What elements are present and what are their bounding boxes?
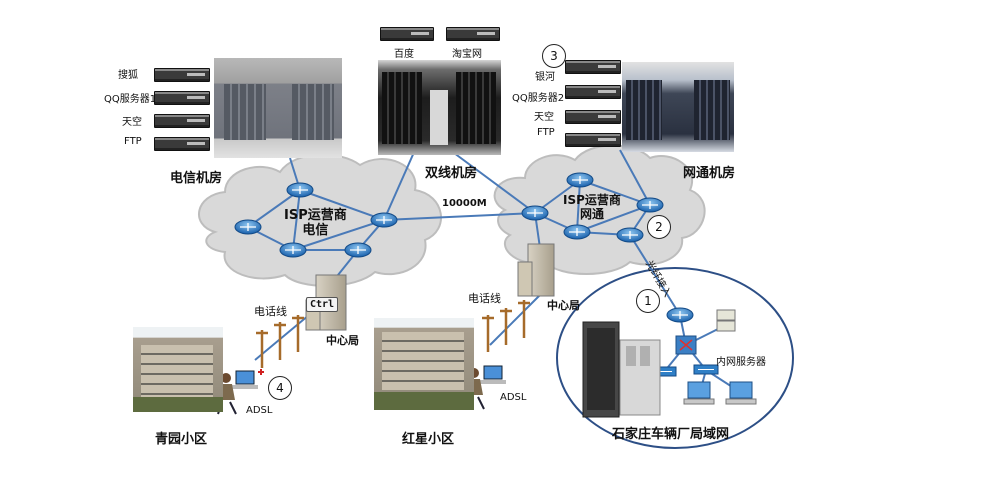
intranet-server-label: 内网服务器 — [716, 357, 766, 368]
telecom-room-label: 电信机房 — [170, 171, 223, 186]
pc-icon — [725, 381, 757, 405]
backbone-bandwidth-label: 10000M — [442, 198, 487, 209]
router-icon — [521, 205, 549, 221]
badge-1: 1 — [636, 289, 660, 313]
hongxing-area-label: 红星小区 — [402, 432, 455, 447]
adsl-label: ADSL — [500, 392, 527, 403]
netcom-room-label: 网通机房 — [683, 166, 736, 181]
intranet-server-icon — [716, 309, 736, 332]
netcom-room-photo — [622, 62, 734, 152]
dual-room-label: 双线机房 — [425, 166, 478, 181]
qingyuan-area-label: 青园小区 — [155, 432, 208, 447]
lan-label: 石家庄车辆厂局域网 — [612, 427, 730, 442]
netcom-isp-label: ISP运营商 网通 — [563, 193, 621, 221]
server-label: 淘宝网 — [452, 49, 482, 60]
pc-icon — [683, 381, 715, 405]
server-label: QQ服务器2 — [512, 93, 565, 104]
server-rack-icon — [154, 91, 210, 105]
lan-boundary — [556, 267, 794, 449]
server-rack-icon — [154, 137, 210, 151]
dual-room-photo — [378, 60, 501, 155]
central-office-label: 中心局 — [547, 299, 580, 312]
telephone-poles — [256, 300, 530, 368]
cloud-telecom — [198, 153, 442, 287]
server-rack-icon — [565, 85, 621, 99]
badge-2: 2 — [647, 215, 671, 239]
telecom-room-photo — [214, 58, 342, 158]
router-icon — [563, 224, 591, 240]
server-label: FTP — [537, 127, 555, 138]
server-rack-icon — [380, 27, 434, 41]
server-label: 搜狐 — [118, 70, 138, 81]
server-label: QQ服务器1 — [104, 94, 157, 105]
router-icon — [636, 197, 664, 213]
server-rack-icon — [446, 27, 500, 41]
server-rack-icon — [565, 110, 621, 124]
server-label: 天空 — [534, 112, 554, 123]
core-switch-icon — [675, 335, 697, 355]
rack-cabinet-icon — [582, 321, 661, 418]
router-icon — [370, 212, 398, 228]
badge-4: 4 — [268, 376, 292, 400]
server-label: FTP — [124, 136, 142, 147]
server-label: 百度 — [394, 49, 414, 60]
router-icon — [344, 242, 372, 258]
server-rack-icon — [565, 133, 621, 147]
phone-line-label: 电话线 — [254, 305, 287, 318]
server-label: 银河 — [535, 72, 555, 83]
telecom-isp-label: ISP运营商 电信 — [284, 208, 347, 238]
server-label: 天空 — [122, 117, 142, 128]
router-icon — [286, 182, 314, 198]
ctrl-key-overlay: Ctrl — [306, 297, 339, 312]
central-office-label: 中心局 — [326, 334, 359, 347]
badge-3: 3 — [542, 44, 566, 68]
adsl-label: ADSL — [246, 405, 273, 416]
hongxing-building-photo — [374, 318, 474, 410]
qingyuan-building-photo — [133, 327, 223, 412]
router-icon — [616, 227, 644, 243]
lan-router-icon — [666, 307, 694, 323]
router-icon — [279, 242, 307, 258]
router-icon — [234, 219, 262, 235]
central-office-building — [517, 243, 555, 297]
server-rack-icon — [154, 114, 210, 128]
switch-icon — [693, 364, 719, 375]
server-rack-icon — [154, 68, 210, 82]
server-rack-icon — [565, 60, 621, 74]
cloud-netcom — [493, 144, 706, 275]
router-icon — [566, 172, 594, 188]
phone-line-label: 电话线 — [468, 292, 501, 305]
